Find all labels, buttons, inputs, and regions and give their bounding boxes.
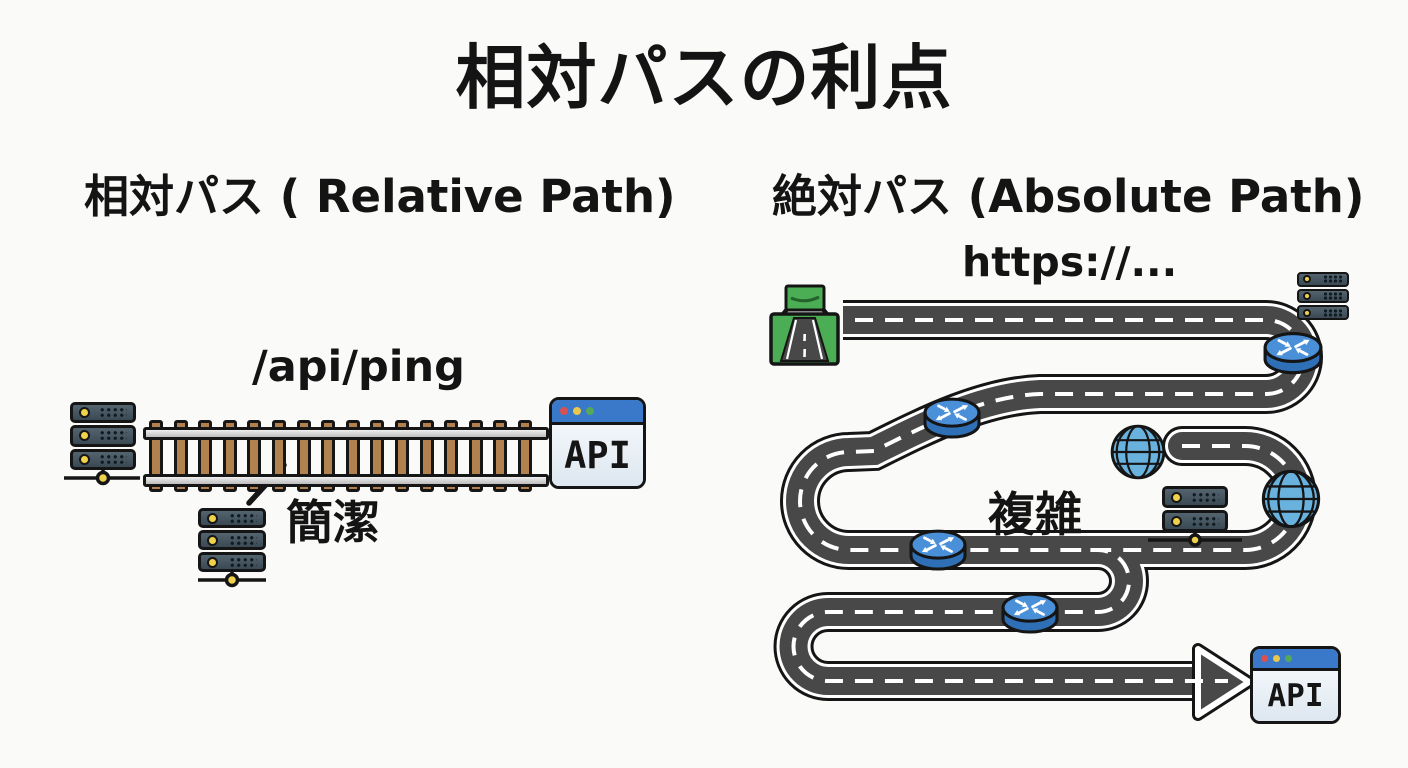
server-unit bbox=[70, 402, 136, 424]
rail-top bbox=[143, 427, 549, 440]
server-stack-icon bbox=[70, 402, 136, 470]
globe-icon bbox=[1261, 469, 1321, 529]
relative-path-url-label: /api/ping bbox=[252, 342, 465, 392]
railway-track-icon bbox=[143, 420, 549, 492]
complex-annotation: 複雑 bbox=[988, 488, 1082, 543]
router-icon bbox=[1263, 331, 1323, 375]
vent-dots-icon bbox=[229, 556, 257, 568]
vent-dots-icon bbox=[1323, 308, 1343, 317]
server-unit bbox=[70, 425, 136, 447]
page-title: 相対パスの利点 bbox=[455, 37, 953, 119]
maximize-dot-icon bbox=[1285, 655, 1292, 662]
server-unit bbox=[1297, 272, 1349, 287]
browser-window-icon: API bbox=[549, 397, 646, 489]
titlebar bbox=[1253, 649, 1338, 671]
absolute-path-url-label: https://... bbox=[962, 238, 1178, 286]
server-unit bbox=[198, 552, 266, 572]
vent-dots-icon bbox=[1323, 292, 1343, 300]
led-icon bbox=[1303, 308, 1311, 317]
server-unit bbox=[70, 448, 136, 470]
router-icon bbox=[1001, 592, 1059, 634]
rail-bottom bbox=[143, 474, 549, 487]
minimize-dot-icon bbox=[573, 407, 581, 415]
led-icon bbox=[207, 556, 218, 568]
maximize-dot-icon bbox=[586, 407, 594, 415]
server-unit bbox=[1297, 305, 1349, 321]
router-icon bbox=[923, 397, 981, 439]
api-label: API bbox=[552, 425, 643, 486]
led-icon bbox=[79, 430, 90, 442]
led-icon bbox=[79, 453, 90, 465]
router-icon bbox=[909, 529, 967, 571]
simple-annotation: 簡潔 bbox=[286, 496, 380, 551]
led-icon bbox=[207, 512, 218, 524]
vent-dots-icon bbox=[99, 453, 127, 465]
led-icon bbox=[1171, 491, 1182, 503]
absolute-path-heading: 絶対パス (Absolute Path) bbox=[772, 170, 1365, 223]
server-stack-icon bbox=[198, 508, 266, 572]
api-label: API bbox=[1253, 671, 1338, 721]
server-stack-icon bbox=[1297, 272, 1349, 321]
network-connector-icon bbox=[64, 468, 1242, 588]
globe-icon bbox=[1110, 424, 1166, 480]
server-stack-icon bbox=[1162, 486, 1228, 532]
browser-window-icon: API bbox=[1250, 646, 1341, 724]
led-icon bbox=[207, 534, 218, 546]
highway-entrance-icon bbox=[769, 284, 840, 366]
led-icon bbox=[1171, 515, 1182, 527]
server-unit bbox=[198, 530, 266, 550]
server-unit bbox=[1297, 288, 1349, 304]
vent-dots-icon bbox=[1191, 491, 1219, 503]
titlebar bbox=[552, 400, 643, 425]
close-dot-icon bbox=[1261, 655, 1268, 662]
vent-dots-icon bbox=[229, 534, 257, 546]
close-dot-icon bbox=[560, 407, 568, 415]
led-icon bbox=[1303, 275, 1311, 284]
vent-dots-icon bbox=[99, 407, 127, 419]
vent-dots-icon bbox=[1191, 515, 1219, 527]
server-unit bbox=[1162, 486, 1228, 508]
minimize-dot-icon bbox=[1273, 655, 1280, 662]
vent-dots-icon bbox=[99, 430, 127, 442]
server-unit bbox=[198, 508, 266, 528]
led-icon bbox=[1303, 292, 1311, 300]
vent-dots-icon bbox=[1323, 275, 1343, 284]
server-unit bbox=[1162, 510, 1228, 532]
relative-path-heading: 相対パス ( Relative Path) bbox=[84, 170, 676, 223]
led-icon bbox=[79, 407, 90, 419]
vent-dots-icon bbox=[229, 512, 257, 524]
